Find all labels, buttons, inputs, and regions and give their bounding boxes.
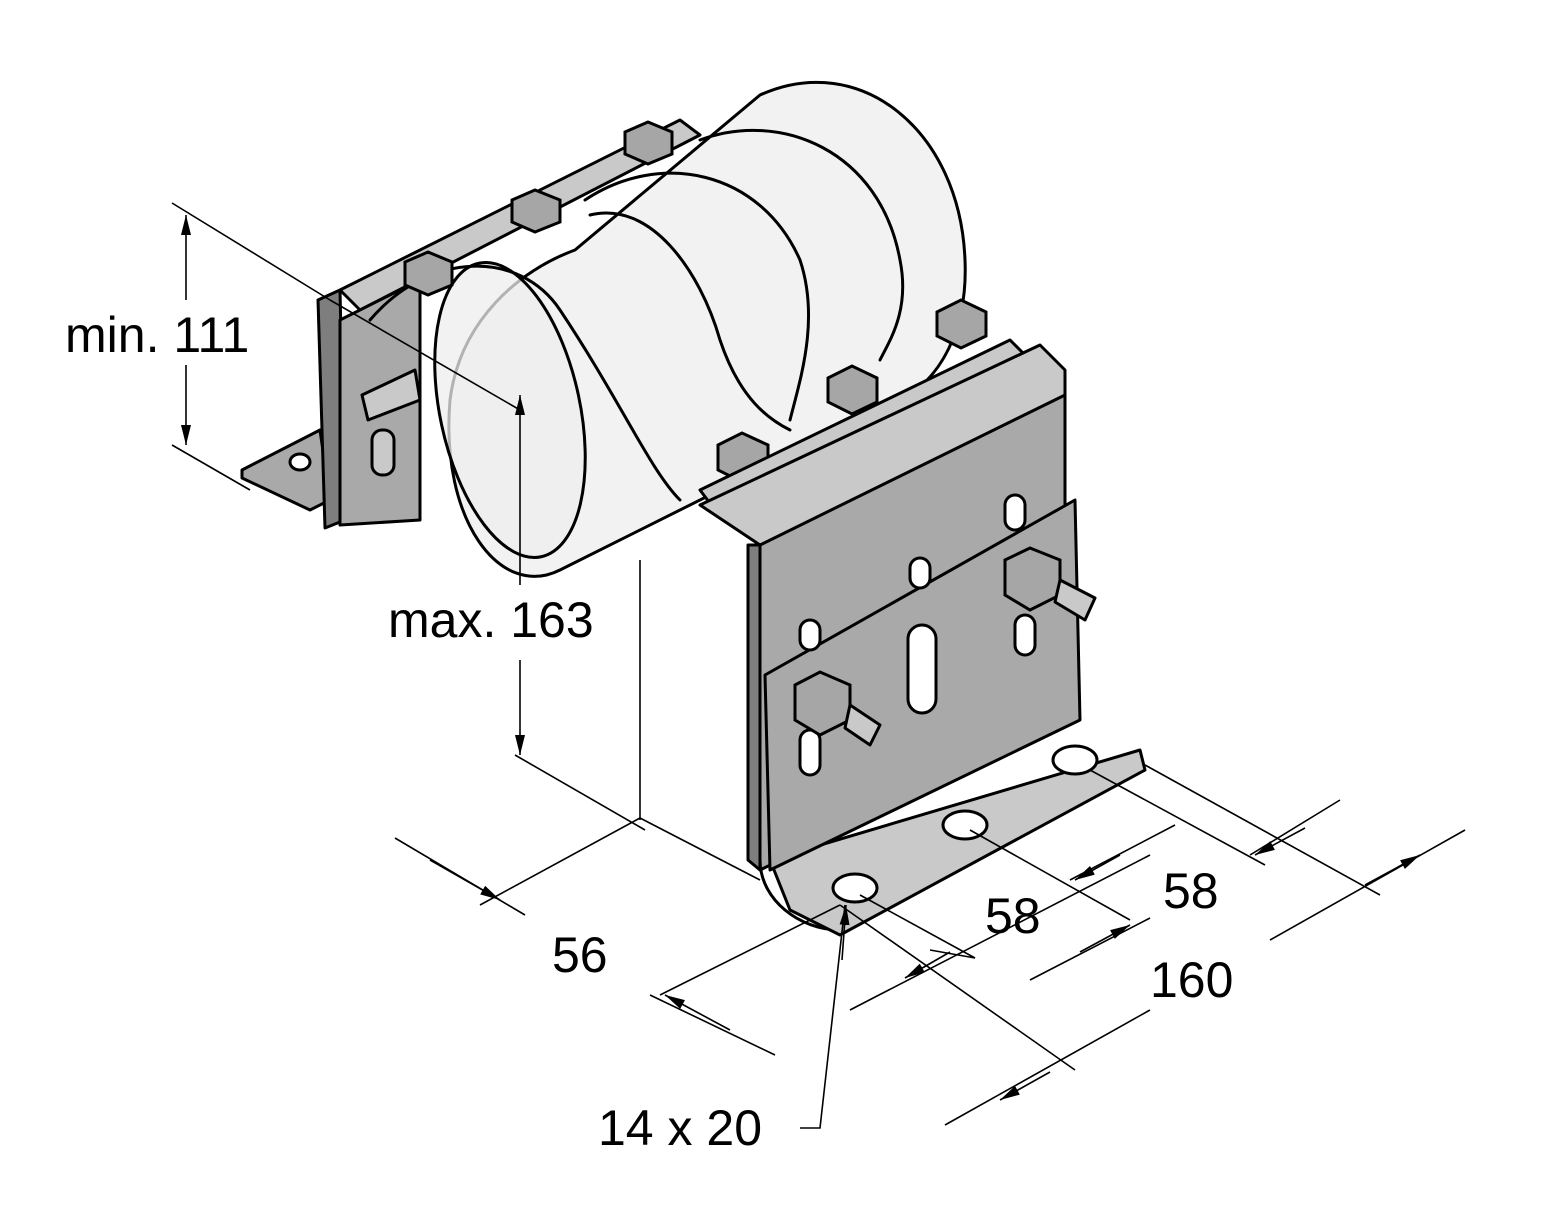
bolt-head-icon	[510, 188, 562, 234]
hole-spacing-2-label: 58	[1163, 863, 1219, 919]
bolt-head-icon	[935, 298, 988, 350]
slot-hole	[1051, 744, 1099, 776]
total-width-label: 160	[1150, 952, 1233, 1008]
hole-spacing-1-label: 58	[985, 888, 1041, 944]
slot-hole	[941, 809, 989, 841]
left-foot-hole	[288, 452, 312, 472]
depth-label: 56	[552, 927, 608, 983]
slot-hole	[831, 872, 879, 904]
nut-icon	[793, 670, 852, 737]
clamp-bands	[368, 128, 905, 502]
nut-icon	[1003, 546, 1062, 612]
max-height-label: max. 163	[388, 592, 594, 648]
right-bracket	[698, 343, 1147, 937]
bolt-head-icon	[403, 250, 454, 297]
bolt-head-icon	[623, 120, 674, 166]
min-height-label: min. 111	[65, 307, 249, 363]
pipe	[433, 80, 967, 578]
bolt-head-icon	[826, 364, 879, 416]
slot-size-label: 14 x 20	[598, 1100, 762, 1156]
dimension-lines	[171, 202, 1466, 1129]
vertical-slot	[906, 623, 938, 715]
